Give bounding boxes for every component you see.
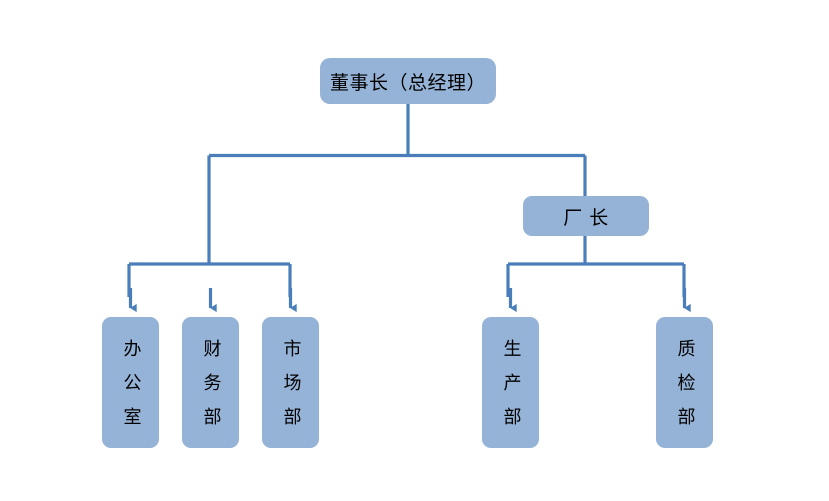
node-quality[interactable]: 质检部	[656, 317, 713, 448]
node-marketing[interactable]: 市场部	[262, 317, 319, 448]
node-office[interactable]: 办公室	[102, 317, 159, 448]
node-chairman[interactable]: 董事长（总经理）	[320, 58, 496, 104]
node-finance[interactable]: 财务部	[182, 317, 239, 448]
node-production[interactable]: 生产部	[482, 317, 539, 448]
node-plant-manager[interactable]: 厂 长	[523, 196, 649, 236]
